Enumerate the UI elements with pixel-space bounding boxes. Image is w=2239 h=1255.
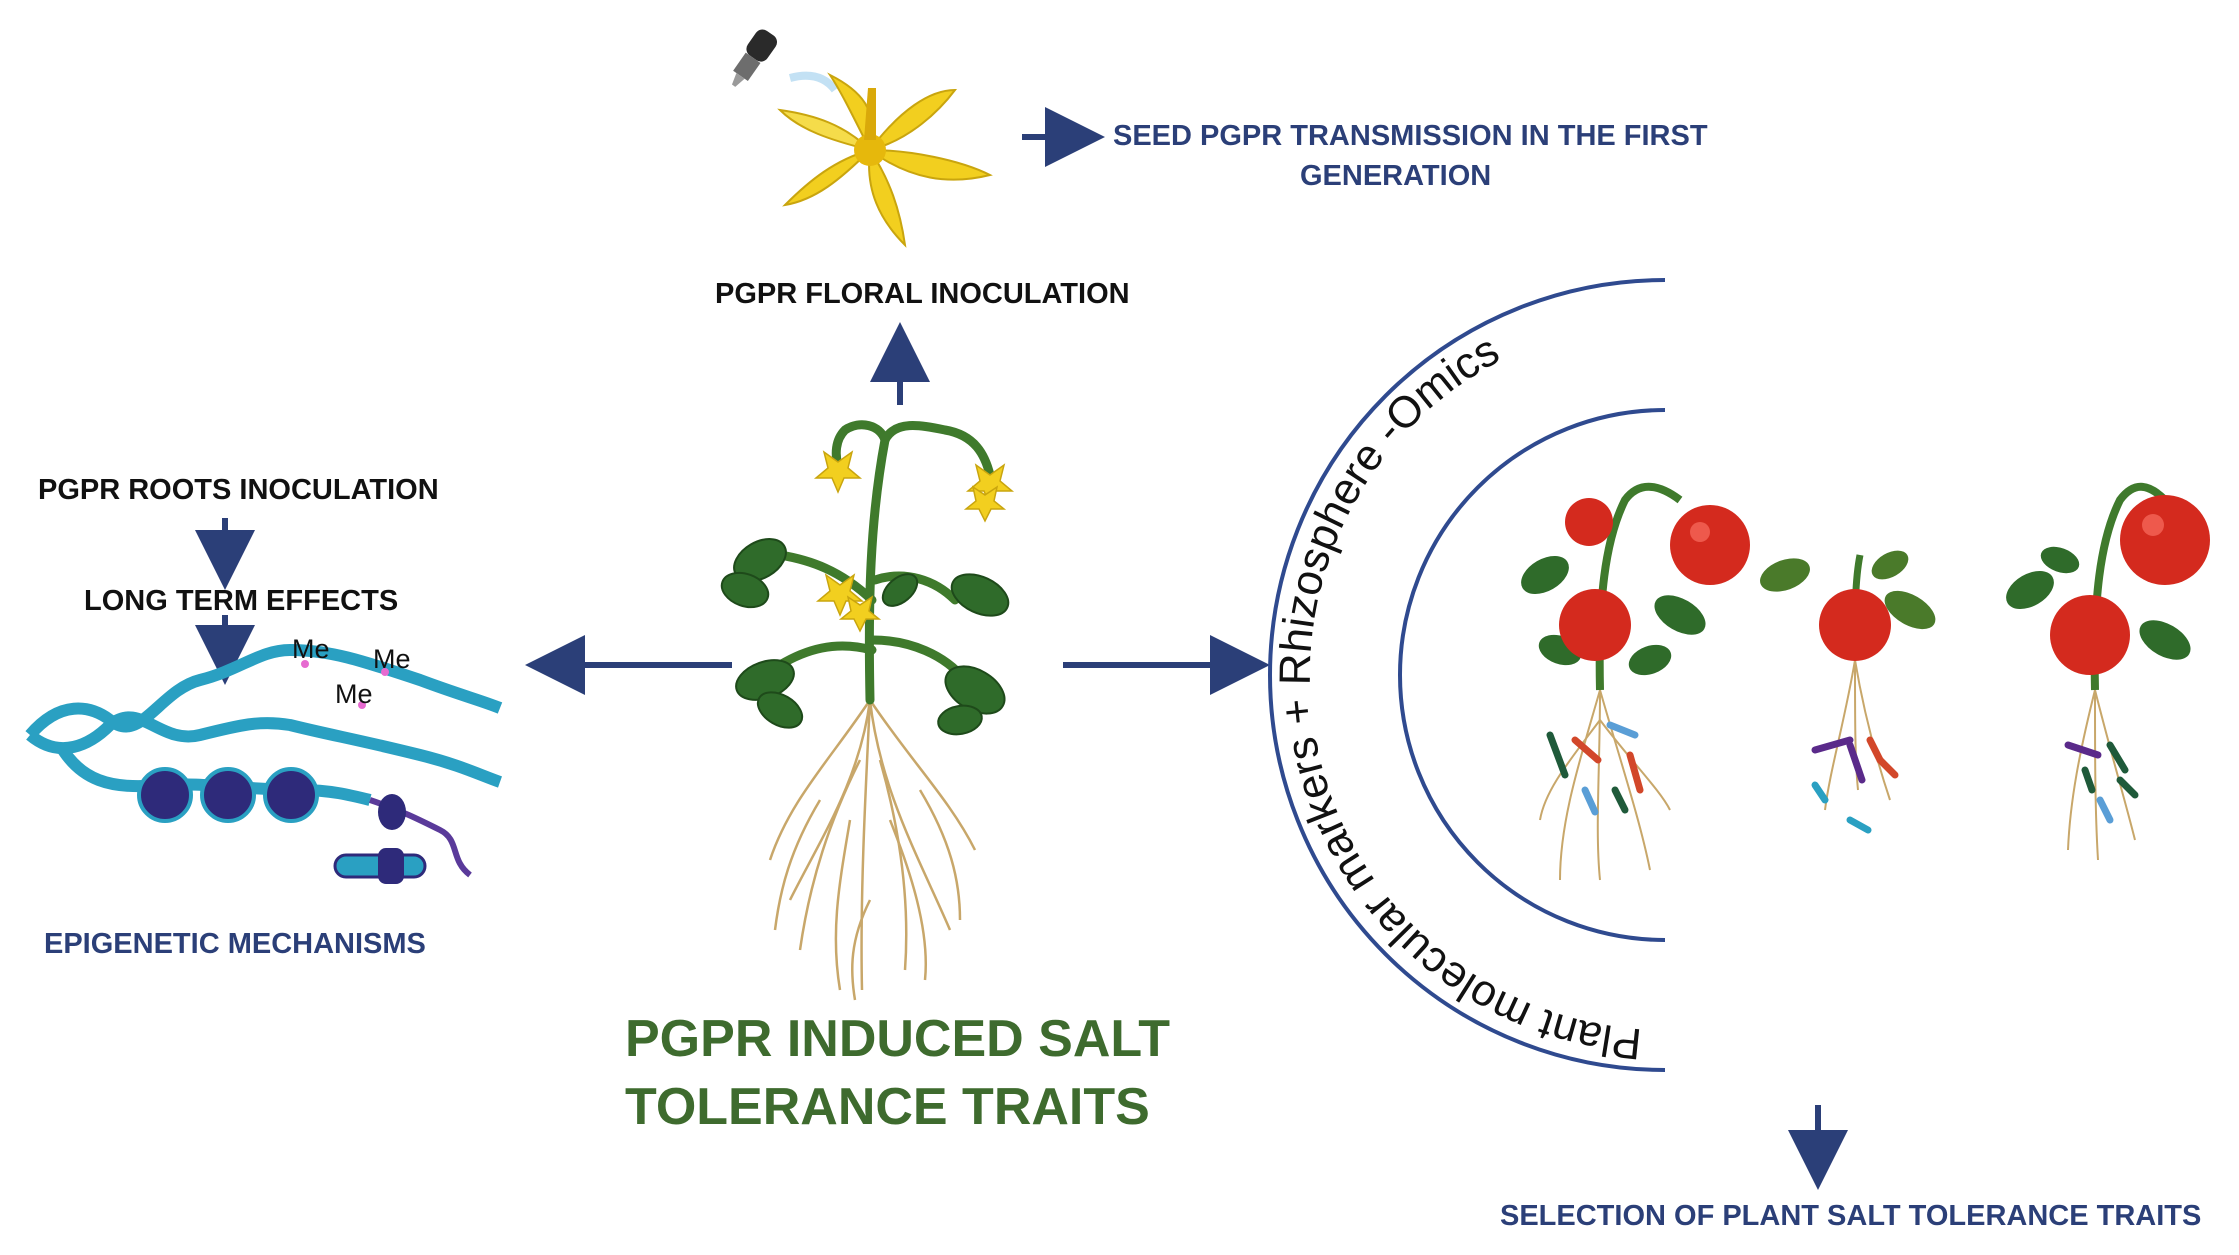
chromosome-icon xyxy=(333,794,472,884)
selection-label: SELECTION OF PLANT SALT TOLERANCE TRAITS xyxy=(1500,1200,2202,1232)
dropper-icon xyxy=(731,29,839,93)
roots-inoculation-label: PGPR ROOTS INOCULATION xyxy=(38,474,439,506)
tomato-plant-icon xyxy=(2006,482,2210,861)
methyl-tags: Me Me Me xyxy=(292,634,411,709)
tomato-plants-group xyxy=(1521,482,2210,881)
center-title-line2: TOLERANCE TRAITS xyxy=(625,1078,1150,1136)
flower-icon xyxy=(777,72,993,248)
omics-arcs xyxy=(1268,278,1666,1072)
arc-text: Plant molecular markers + Rhizosphere -O… xyxy=(1271,325,1644,1068)
methyl-tag: Me xyxy=(335,679,373,709)
seed-transmission-label-line2: GENERATION xyxy=(1300,160,1492,192)
tomato-plant-icon xyxy=(1760,550,1936,834)
dna-icon xyxy=(25,643,503,823)
methyl-tag: Me xyxy=(292,634,330,664)
flow-arrows xyxy=(195,107,1848,1190)
seed-transmission-label-line1: SEED PGPR TRANSMISSION IN THE FIRST xyxy=(1113,120,1708,152)
center-title-line1: PGPR INDUCED SALT xyxy=(625,1010,1171,1068)
floral-inoculation-label: PGPR FLORAL INOCULATION xyxy=(715,278,1130,310)
epigenetic-mechanisms-label: EPIGENETIC MECHANISMS xyxy=(44,928,426,960)
tomato-plant-icon xyxy=(1521,482,1750,881)
methyl-tag: Me xyxy=(373,644,411,674)
tomato-plant-icon xyxy=(720,420,1015,1001)
arc-label: Plant molecular markers + Rhizosphere -O… xyxy=(1271,325,1644,1068)
long-term-effects-label: LONG TERM EFFECTS xyxy=(84,585,399,617)
center-title: PGPR INDUCED SALT TOLERANCE TRAITS xyxy=(625,1005,1171,1141)
